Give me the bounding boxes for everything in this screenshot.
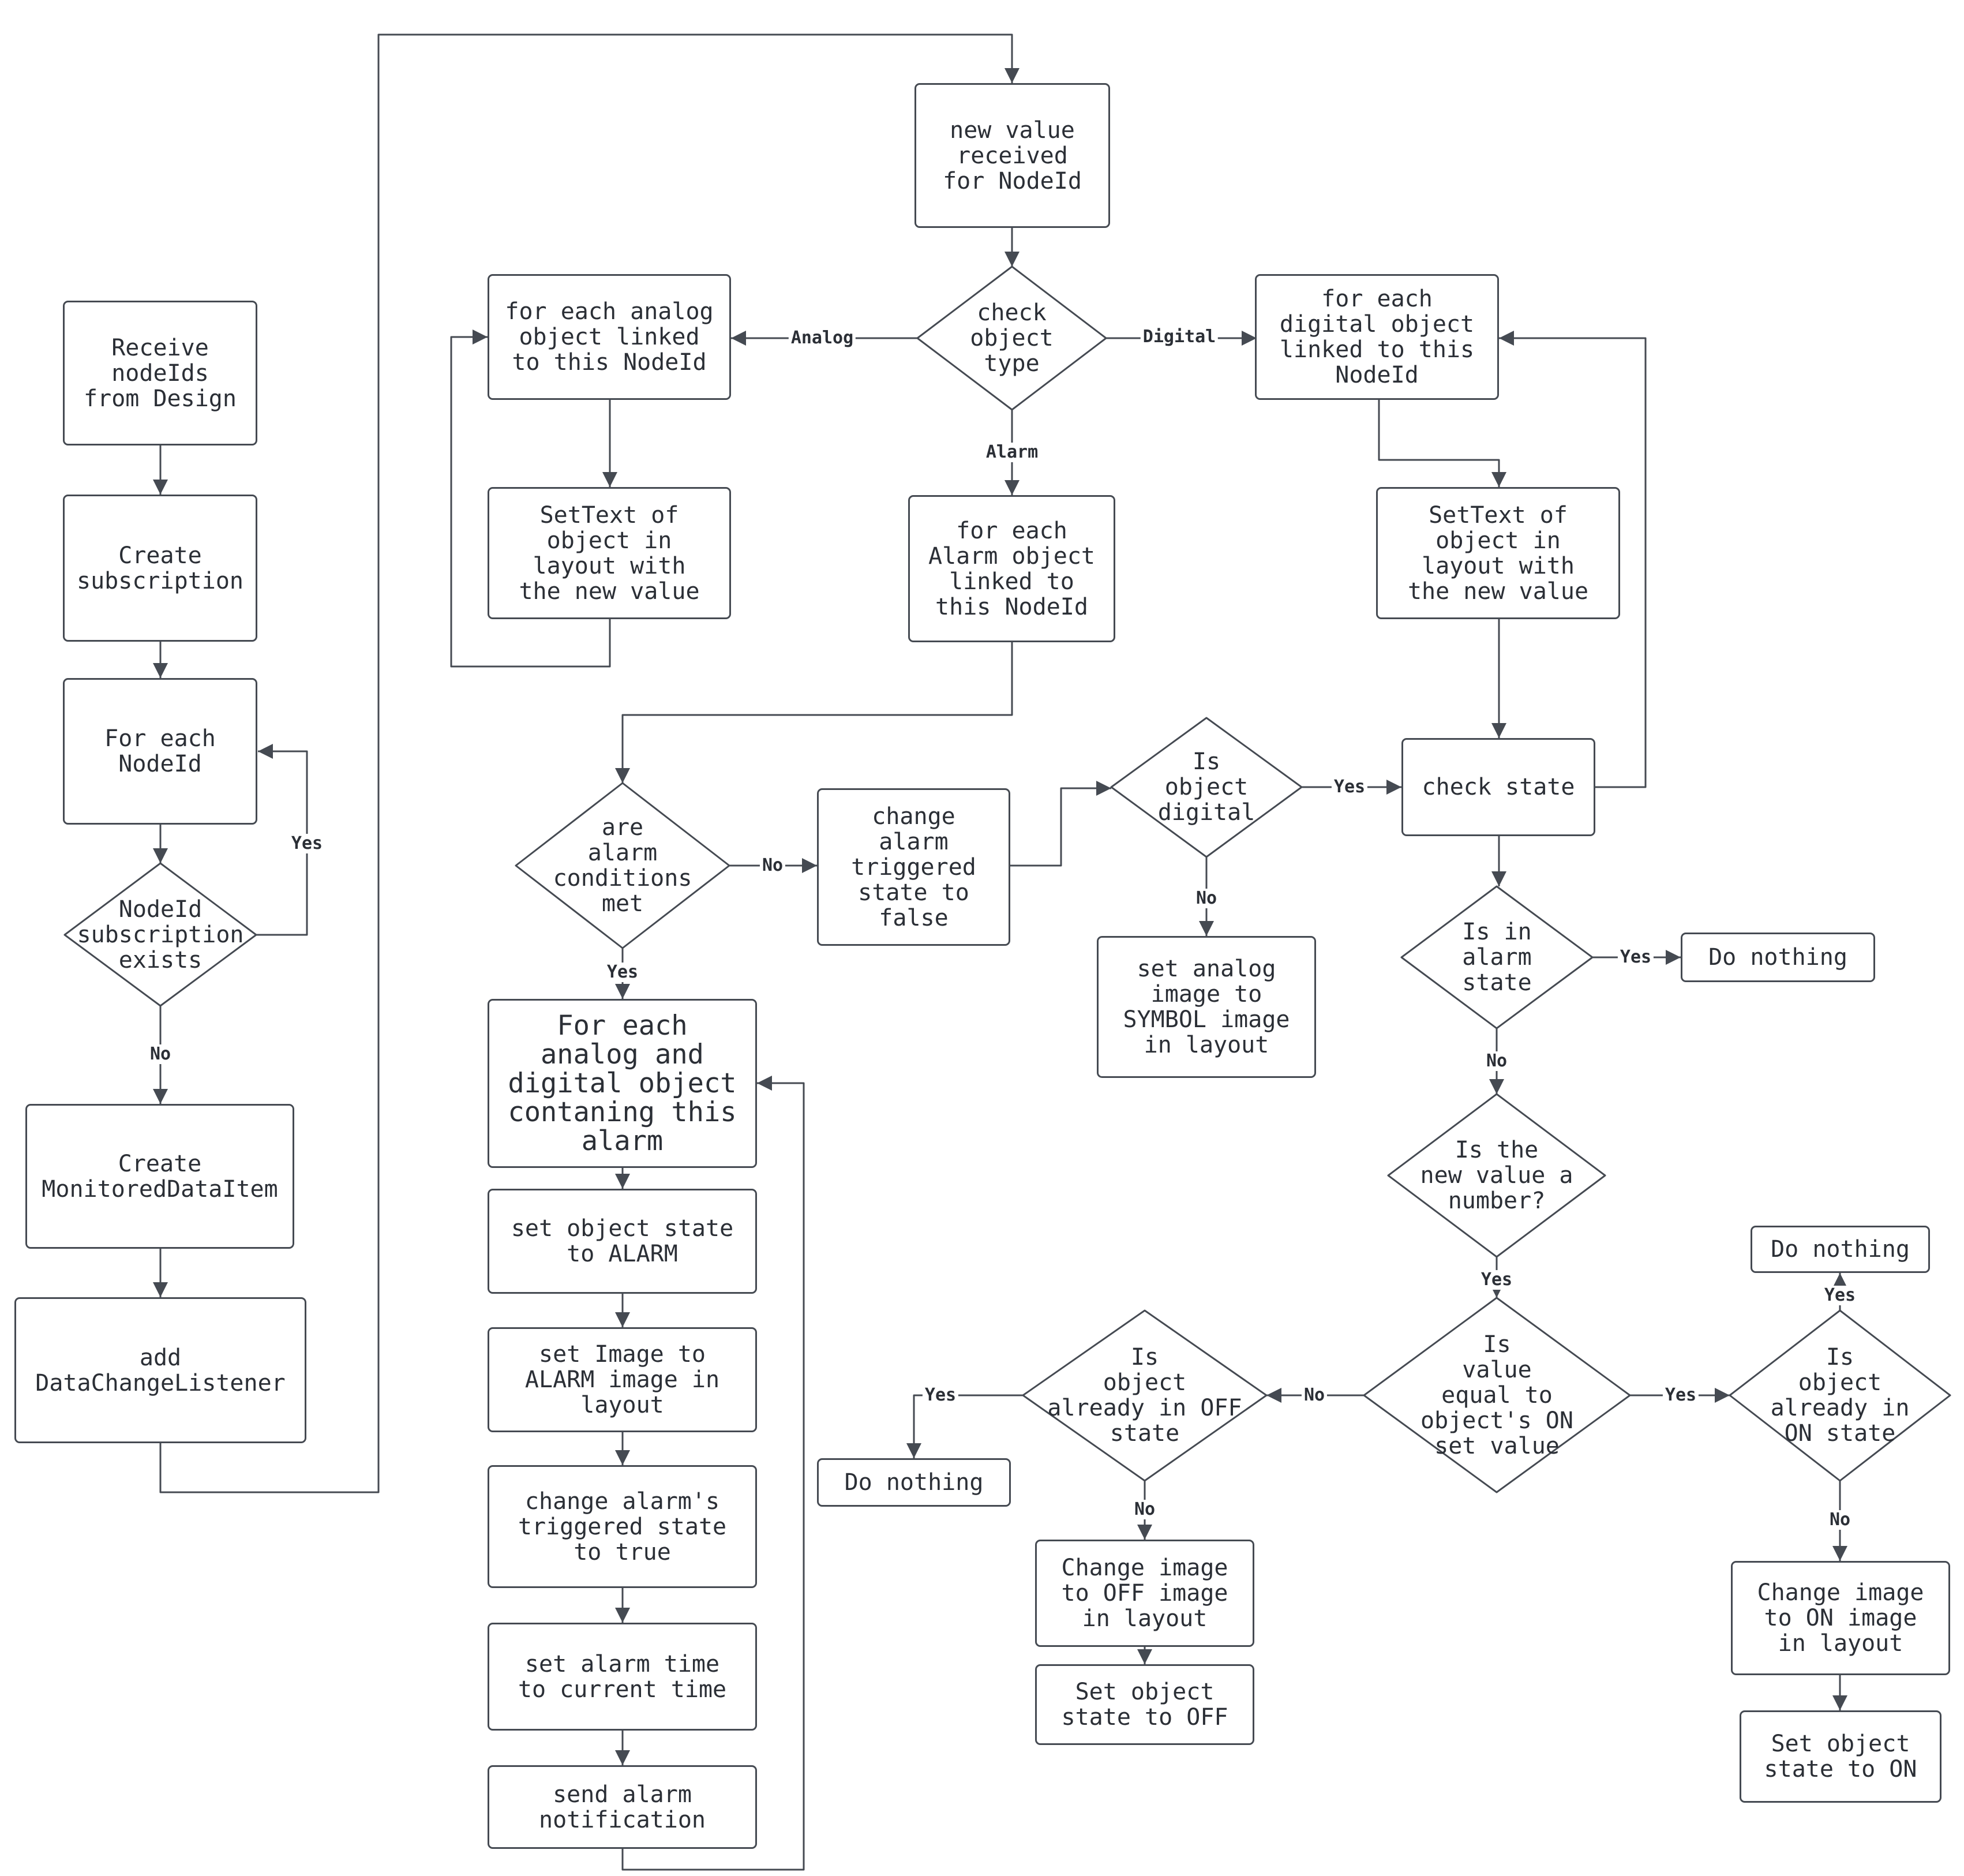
edge-label-equal-yes: Yes — [1662, 1386, 1699, 1405]
do-nothing-alarm-box: Do nothing — [1681, 933, 1875, 982]
set-state-on-box: Set object state to ON — [1740, 1710, 1941, 1803]
is-in-alarm-state-label: Is in alarm state — [1462, 919, 1532, 996]
already-on-label: Is object already in ON state — [1770, 1344, 1910, 1447]
nodeid-subscription-exists-label: NodeId subscription exists — [77, 896, 244, 973]
is-object-digital-label: Is object digital — [1157, 748, 1255, 826]
create-subscription-box: Create subscription — [63, 495, 257, 642]
value-equal-on-label: Is value equal to object's ON set value — [1420, 1331, 1573, 1459]
edge-settext-loop-analog — [450, 329, 611, 668]
edge-label-isdigital-yes: Yes — [1331, 777, 1368, 797]
edge-label-inalarm-no: No — [1483, 1051, 1510, 1071]
edge-digital-to-settext — [1378, 400, 1506, 487]
edge-label-digital: Digital — [1140, 327, 1219, 347]
settext-digital-box: SetText of object in layout with the new… — [1376, 487, 1620, 619]
set-analog-image-symbol-box: set analog image to SYMBOL image in layo… — [1097, 936, 1316, 1078]
edge-falsestate-to-isdigital — [1010, 781, 1111, 867]
edge-label-conditions-yes: Yes — [604, 963, 641, 982]
change-image-off-box: Change image to OFF image in layout — [1035, 1540, 1254, 1647]
edge-label-isdigital-no: No — [1193, 889, 1220, 908]
change-triggered-false-box: change alarm triggered state to false — [817, 788, 1010, 946]
for-each-containing-alarm-box: For each analog and digital object conta… — [488, 999, 757, 1168]
for-each-nodeid-box: For each NodeId — [63, 678, 257, 825]
edge-label-conditions-no: No — [759, 856, 786, 875]
edge-label-already-on-yes: Yes — [1821, 1286, 1858, 1305]
check-state-box: check state — [1401, 738, 1595, 836]
add-data-change-listener-box: add DataChangeListener — [14, 1297, 306, 1443]
already-off-label: Is object already in OFF state — [1047, 1344, 1242, 1447]
settext-analog-box: SetText of object in layout with the new… — [488, 487, 731, 619]
edge-label-equal-no: No — [1301, 1386, 1328, 1405]
do-nothing-off-box: Do nothing — [817, 1458, 1011, 1507]
edge-label-already-on-no: No — [1827, 1510, 1853, 1530]
edge-listener-to-newvalue — [159, 33, 1020, 1493]
for-each-alarm-box: for each Alarm object linked to this Nod… — [908, 495, 1115, 642]
set-state-off-box: Set object state to OFF — [1035, 1664, 1254, 1745]
change-triggered-true-box: change alarm's triggered state to true — [488, 1465, 757, 1588]
edge-label-exists-no: No — [147, 1044, 174, 1064]
edge-notification-loop — [621, 1076, 805, 1871]
alarm-conditions-met-label: are alarm conditions met — [553, 814, 692, 917]
for-each-digital-box: for each digital object linked to this N… — [1255, 274, 1499, 400]
send-alarm-notification-box: send alarm notification — [488, 1765, 757, 1849]
do-nothing-on-box: Do nothing — [1751, 1226, 1930, 1273]
new-value-received-box: new value received for NodeId — [914, 83, 1110, 228]
create-monitored-data-item-box: Create MonitoredDataItem — [25, 1104, 294, 1249]
edge-checkstate-loop-digital — [1499, 331, 1647, 788]
edge-label-exists-yes: Yes — [288, 834, 325, 853]
edge-alarmobj-to-conditions — [615, 642, 1013, 783]
edge-label-inalarm-yes: Yes — [1617, 948, 1654, 967]
set-state-alarm-box: set object state to ALARM — [488, 1189, 757, 1294]
edge-label-already-off-yes: Yes — [922, 1386, 959, 1405]
set-alarm-time-box: set alarm time to current time — [488, 1623, 757, 1731]
edge-already-off-yes — [906, 1394, 1023, 1458]
edge-label-number-yes: Yes — [1478, 1270, 1515, 1290]
check-object-type-label: check object type — [970, 299, 1054, 377]
edge-label-alarm: Alarm — [983, 443, 1041, 462]
edge-label-analog: Analog — [788, 328, 856, 348]
for-each-analog-box: for each analog object linked to this No… — [488, 274, 731, 400]
edge-label-already-off-no: No — [1131, 1500, 1158, 1519]
receive-nodeids-box: Receive nodeIds from Design — [63, 301, 257, 445]
is-new-value-number-label: Is the new value a number? — [1420, 1137, 1573, 1214]
set-image-alarm-box: set Image to ALARM image in layout — [488, 1327, 757, 1432]
value-equal-on-shape — [1363, 1297, 1631, 1493]
change-image-on-box: Change image to ON image in layout — [1731, 1561, 1950, 1675]
